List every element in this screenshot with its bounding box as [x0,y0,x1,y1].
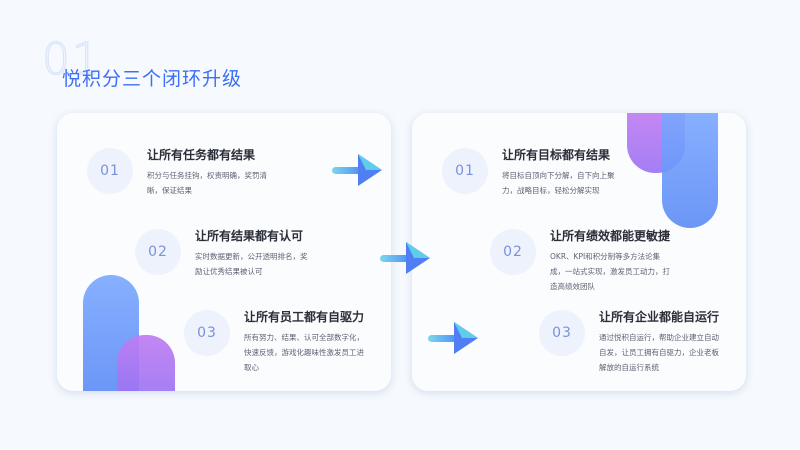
page-title: 悦积分三个闭环升级 [62,68,243,90]
step-title: 让所有结果都有认可 [195,229,304,243]
arrow-right-icon [380,242,430,274]
arrow-right-icon [428,322,478,354]
step-title: 让所有员工都有自驱力 [244,310,365,324]
step-description: 所有努力、结果、认可全部数字化，快速反馈，游戏化趣味性激发员工进取心 [244,333,364,372]
decor-purple-pill [117,335,175,391]
step-description: 将目标自顶向下分解，自下向上聚力，战略目标，轻松分解实现 [502,171,615,195]
section-number-watermark: 01 [41,33,102,85]
step-description: 实时数据更新，公开透明排名，奖励让优秀结果被认可 [195,252,308,276]
step-number-badge: 01 [87,148,133,194]
step-title: 让所有企业都能自运行 [599,310,720,324]
step-description: 积分与任务挂钩，权责明确，奖罚清晰，保证结果 [147,171,267,195]
card-right: 01 让所有目标都有结果 将目标自顶向下分解，自下向上聚力，战略目标，轻松分解实… [412,113,746,391]
step-description: OKR、KPI和积分制等多方法论集成，一站式实现，激发员工动力，打造高绩效团队 [550,252,670,291]
step-title: 让所有任务都有结果 [147,148,256,162]
step-title: 让所有绩效都能更敏捷 [550,229,671,243]
card-left: 01 让所有任务都有结果 积分与任务挂钩，权责明确，奖罚清晰，保证结果 02 让… [57,113,391,391]
step-number-badge: 03 [539,310,585,356]
step-number-badge: 01 [442,148,488,194]
decor-blue-pill [662,113,718,228]
step-number-badge: 02 [135,229,181,275]
step-description: 通过悦积自运行，帮助企业建立自动自发，让员工拥有自驱力，企业老板解放的自运行系统 [599,333,719,372]
step-number-badge: 03 [184,310,230,356]
step-title: 让所有目标都有结果 [502,148,611,162]
step-number-badge: 02 [490,229,536,275]
arrow-right-icon [332,154,382,186]
